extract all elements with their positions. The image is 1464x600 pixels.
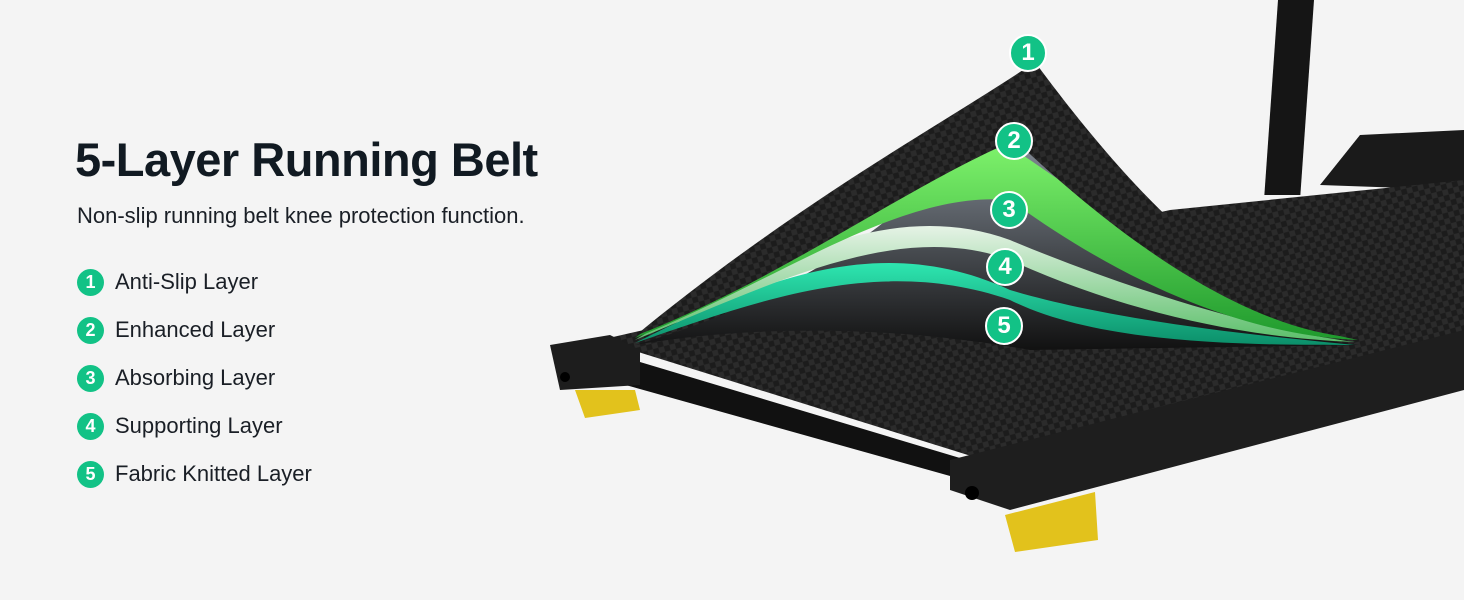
layer-list: 1 Anti-Slip Layer 2 Enhanced Layer 3 Absorb…	[77, 258, 312, 498]
number-badge: 2	[77, 316, 104, 344]
number-badge: 3	[77, 364, 104, 392]
number-badge: 5	[77, 460, 104, 488]
layer-label: Supporting Layer	[115, 413, 283, 438]
layer-label: Absorbing Layer	[115, 365, 276, 390]
list-item: 3 Absorbing Layer	[77, 354, 312, 402]
layer-badge-2: 2	[995, 122, 1033, 160]
layer-label: Anti-Slip Layer	[115, 269, 259, 294]
list-item: 4 Supporting Layer	[77, 402, 312, 450]
layer-badge-1: 1	[1009, 34, 1047, 72]
layer-badge-5: 5	[985, 307, 1023, 345]
layer-badge-4: 4	[986, 248, 1024, 286]
number-badge: 4	[77, 412, 104, 440]
layer-badge-3: 3	[990, 191, 1028, 229]
layer-label: Fabric Knitted Layer	[115, 461, 312, 486]
foot-front	[1005, 492, 1098, 552]
page-title: 5-Layer Running Belt	[75, 133, 538, 186]
list-item: 5 Fabric Knitted Layer	[77, 450, 312, 498]
foot-rear	[575, 390, 640, 418]
number-badge: 1	[77, 268, 104, 296]
layer-label: Enhanced Layer	[115, 317, 276, 342]
subtitle: Non-slip running belt knee protection fu…	[77, 203, 525, 228]
list-item: 1 Anti-Slip Layer	[77, 258, 312, 306]
list-item: 2 Enhanced Layer	[77, 306, 312, 354]
